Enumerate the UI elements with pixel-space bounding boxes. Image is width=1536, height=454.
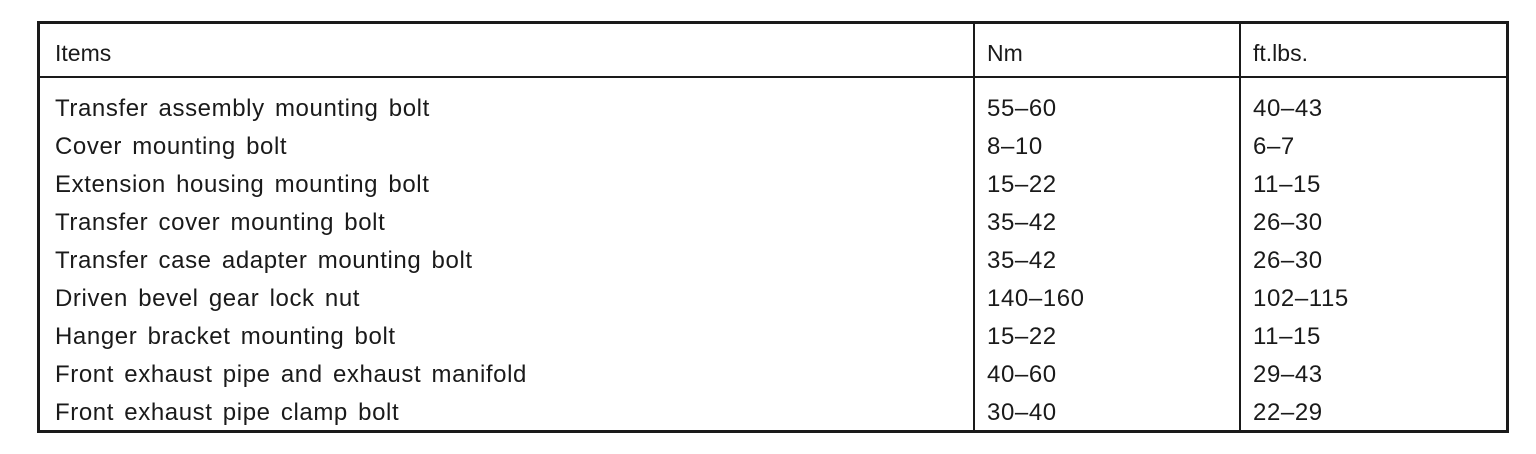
header-items: Items bbox=[55, 40, 112, 66]
ftlbs-cell: 102–115 bbox=[1253, 285, 1349, 312]
table-row: Transfer case adapter mounting bolt 35–4… bbox=[40, 242, 1506, 280]
table-header-row: Items Nm ft.lbs. bbox=[40, 24, 1506, 78]
table-row: Transfer cover mounting bolt 35–42 26–30 bbox=[40, 204, 1506, 242]
nm-cell: 8–10 bbox=[987, 133, 1043, 160]
table-row: Front exhaust pipe clamp bolt 30–40 22–2… bbox=[40, 394, 1506, 432]
column-divider-items-nm bbox=[973, 24, 975, 430]
item-cell: Extension housing mounting bolt bbox=[55, 171, 430, 198]
table-row: Hanger bracket mounting bolt 15–22 11–15 bbox=[40, 318, 1506, 356]
item-cell: Front exhaust pipe and exhaust manifold bbox=[55, 361, 528, 388]
table-row: Transfer assembly mounting bolt 55–60 40… bbox=[40, 90, 1506, 128]
item-cell: Front exhaust pipe clamp bolt bbox=[55, 399, 400, 426]
nm-cell: 15–22 bbox=[987, 323, 1057, 350]
item-cell: Transfer case adapter mounting bolt bbox=[55, 247, 473, 274]
nm-cell: 35–42 bbox=[987, 209, 1057, 236]
item-cell: Transfer cover mounting bolt bbox=[55, 209, 386, 236]
nm-cell: 35–42 bbox=[987, 247, 1057, 274]
ftlbs-cell: 26–30 bbox=[1253, 209, 1323, 236]
nm-cell: 40–60 bbox=[987, 361, 1057, 388]
nm-cell: 140–160 bbox=[987, 285, 1085, 312]
item-cell: Driven bevel gear lock nut bbox=[55, 285, 361, 312]
table-row: Extension housing mounting bolt 15–22 11… bbox=[40, 166, 1506, 204]
ftlbs-cell: 11–15 bbox=[1253, 171, 1321, 198]
item-cell: Transfer assembly mounting bolt bbox=[55, 95, 430, 122]
ftlbs-cell: 6–7 bbox=[1253, 133, 1295, 160]
nm-cell: 15–22 bbox=[987, 171, 1057, 198]
item-cell: Hanger bracket mounting bolt bbox=[55, 323, 396, 350]
column-divider-nm-ftlbs bbox=[1239, 24, 1241, 430]
table-body: Transfer assembly mounting bolt 55–60 40… bbox=[40, 90, 1506, 432]
ftlbs-cell: 11–15 bbox=[1253, 323, 1321, 350]
item-cell: Cover mounting bolt bbox=[55, 133, 288, 160]
nm-cell: 30–40 bbox=[987, 399, 1057, 426]
table-row: Driven bevel gear lock nut 140–160 102–1… bbox=[40, 280, 1506, 318]
ftlbs-cell: 26–30 bbox=[1253, 247, 1323, 274]
ftlbs-cell: 22–29 bbox=[1253, 399, 1323, 426]
header-nm: Nm bbox=[987, 40, 1023, 66]
ftlbs-cell: 40–43 bbox=[1253, 95, 1323, 122]
nm-cell: 55–60 bbox=[987, 95, 1057, 122]
torque-spec-table: Items Nm ft.lbs. Transfer assembly mount… bbox=[37, 21, 1509, 433]
header-ftlbs: ft.lbs. bbox=[1253, 40, 1308, 66]
table-row: Front exhaust pipe and exhaust manifold … bbox=[40, 356, 1506, 394]
ftlbs-cell: 29–43 bbox=[1253, 361, 1323, 388]
table-row: Cover mounting bolt 8–10 6–7 bbox=[40, 128, 1506, 166]
